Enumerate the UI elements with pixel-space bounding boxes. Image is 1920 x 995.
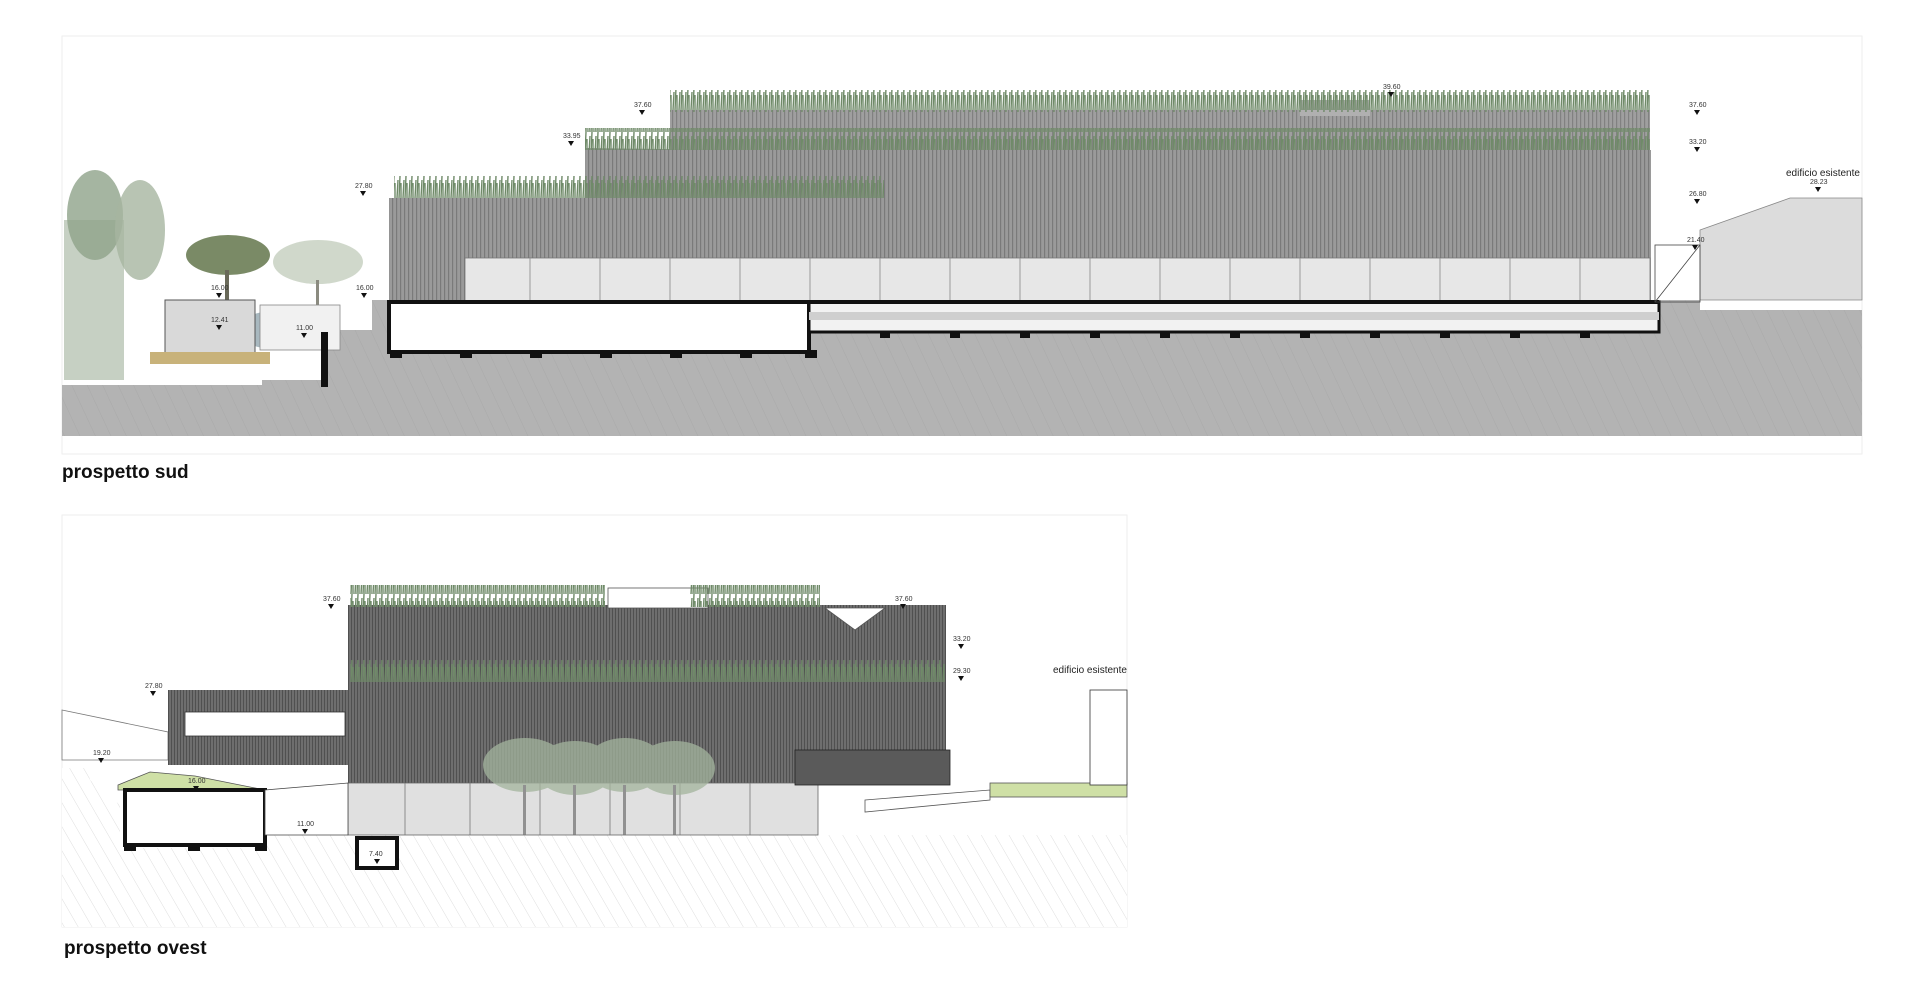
level-value: 26.80 bbox=[1689, 191, 1707, 198]
vegetation-icon bbox=[585, 128, 1650, 150]
south-glazing bbox=[464, 257, 1651, 303]
vegetation-icon bbox=[394, 176, 884, 198]
level-value: 11.00 bbox=[297, 821, 314, 828]
level-value: 28.23 bbox=[1810, 179, 1828, 186]
level-value: 37.60 bbox=[634, 102, 652, 109]
level-value: 21.40 bbox=[1687, 237, 1705, 244]
west-existing-building bbox=[1089, 689, 1128, 786]
level-value: 33.20 bbox=[953, 636, 971, 643]
west-green-roof bbox=[117, 771, 266, 791]
west-elevation: 37.60 37.60 33.20 29.30 27.80 19.20 16.0… bbox=[61, 514, 1128, 928]
level-value: 7.40 bbox=[369, 851, 383, 858]
south-level-markers: 39.60 37.60 37.60 33.95 33.20 27.80 26.8… bbox=[211, 84, 1828, 338]
level-value: 16.00 bbox=[356, 285, 374, 292]
level-value: 29.30 bbox=[953, 668, 971, 675]
west-existing-label: edificio esistente bbox=[1053, 665, 1127, 676]
level-value: 16.00 bbox=[188, 778, 206, 785]
level-value: 19.20 bbox=[93, 750, 111, 757]
level-value: 37.60 bbox=[323, 596, 341, 603]
west-level-markers: 37.60 37.60 33.20 29.30 27.80 19.20 16.0… bbox=[93, 596, 971, 864]
vegetation-icon bbox=[690, 585, 820, 607]
south-pavilion bbox=[164, 299, 256, 361]
level-value: 11.00 bbox=[296, 325, 313, 332]
south-basement bbox=[387, 300, 811, 354]
tree-icon bbox=[483, 738, 715, 835]
west-ground bbox=[62, 768, 1127, 927]
vegetation-icon bbox=[350, 660, 945, 682]
level-value: 37.60 bbox=[1689, 102, 1707, 109]
south-elevation: 39.60 37.60 37.60 33.95 33.20 27.80 26.8… bbox=[61, 35, 1863, 455]
level-value: 39.60 bbox=[1383, 84, 1401, 91]
vegetation-icon bbox=[670, 90, 1650, 112]
level-value: 16.00 bbox=[211, 285, 229, 292]
level-value: 27.80 bbox=[355, 183, 373, 190]
vegetation-icon bbox=[350, 585, 605, 607]
south-caption: prospetto sud bbox=[62, 462, 189, 483]
level-value: 27.80 bbox=[145, 683, 163, 690]
south-existing-label: edificio esistente bbox=[1786, 168, 1860, 179]
level-value: 12.41 bbox=[211, 317, 229, 324]
level-value: 33.95 bbox=[563, 133, 581, 140]
west-caption: prospetto ovest bbox=[64, 938, 207, 959]
level-value: 33.20 bbox=[1689, 139, 1707, 146]
level-value: 37.60 bbox=[895, 596, 913, 603]
